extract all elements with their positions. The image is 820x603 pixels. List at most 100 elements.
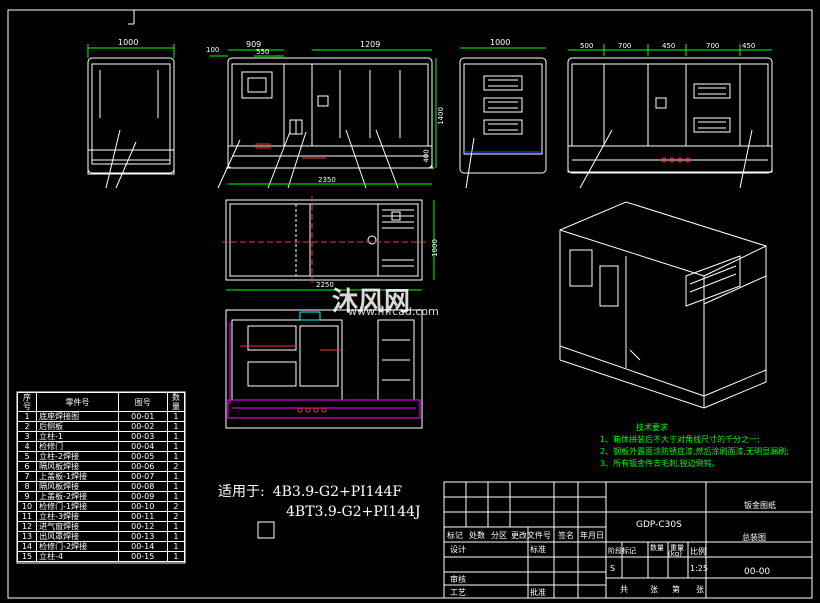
bom-cell-part: 上盖板-2焊接: [36, 491, 119, 502]
bom-cell-no: 7: [16, 471, 38, 482]
bom-cell-no: 6: [16, 461, 38, 472]
bom-cell-drawing: 00-03: [117, 431, 168, 442]
bom-cell-drawing: 00-11: [117, 511, 168, 522]
bom-cell-no: 3: [16, 431, 38, 442]
bom-cell-drawing: 00-08: [117, 481, 168, 492]
tb-stage-s: S: [610, 564, 616, 573]
bom-cell-qty: 1: [166, 441, 186, 452]
side-height-dim: 1400: [436, 107, 445, 125]
tb-review: 审核: [450, 575, 466, 584]
tb-change-doc: 更改文件号: [511, 531, 551, 540]
bom-cell-qty: 1: [166, 451, 186, 462]
bom-cell-part: 底座焊接图: [36, 411, 119, 422]
bom-cell-qty: 1: [166, 481, 186, 492]
section-cyan: [299, 311, 321, 321]
bom-header-qty: 数量: [166, 392, 186, 412]
tb-drawing-no: GDP-C30S: [636, 520, 682, 530]
bom-cell-qty: 2: [166, 501, 186, 512]
tb-scale: 1:25: [690, 564, 708, 573]
applies-label: 适用于:: [218, 484, 265, 500]
bom-cell-drawing: 00-07: [117, 471, 168, 482]
side-a-dim: 909: [246, 40, 262, 49]
right-d-dim: 700: [706, 42, 720, 50]
right-b-dim: 700: [618, 42, 632, 50]
plan-view: [225, 199, 423, 281]
bom-cell-no: 10: [16, 501, 38, 512]
front-width-dim: 1000: [118, 38, 139, 47]
bom-cell-part: 立柱-2焊接: [36, 451, 119, 462]
bom-cell-drawing: 00-15: [117, 551, 168, 562]
bom-cell-drawing: 00-13: [117, 531, 168, 542]
tb-total: 共: [620, 585, 628, 594]
plan-dims: [226, 200, 435, 291]
notes-title: 技术要求: [636, 423, 668, 432]
tb-qty: 数量: [650, 544, 664, 552]
tb-company: 钣金图纸: [744, 501, 776, 510]
side-length-dim: 2350: [318, 176, 336, 184]
bom-cell-qty: 1: [166, 411, 186, 422]
side-total-dim: 1209: [360, 40, 381, 49]
tb-count: 处数: [469, 531, 485, 540]
bom-cell-drawing: 00-14: [117, 541, 168, 552]
right-dims: [568, 44, 772, 56]
bom-cell-drawing: 00-09: [117, 491, 168, 502]
isometric-view: [559, 201, 767, 409]
bom-cell-no: 14: [16, 541, 38, 552]
bom-cell-drawing: 00-06: [117, 461, 168, 472]
tb-sheet: 张: [696, 585, 704, 594]
section-red: [240, 345, 340, 413]
tb-design: 设计: [450, 545, 466, 554]
tb-approve: 批准: [530, 588, 546, 597]
plan-width-dim: 1000: [430, 239, 439, 257]
side-b-dim: 550: [256, 48, 270, 56]
tb-stage-mark: 阶段标记: [608, 547, 636, 555]
section-view: [225, 309, 423, 429]
side-dims: [210, 49, 437, 185]
bom-cell-part: 出风罩焊接: [36, 531, 119, 542]
tb-sign: 签名: [558, 531, 574, 540]
note-item: 1、箱体拼装后不大于对角线尺寸的千分之一;: [600, 435, 760, 444]
bom-cell-drawing: 00-01: [117, 411, 168, 422]
tb-standard: 标准: [530, 545, 546, 554]
side-view: [217, 57, 434, 189]
bom-cell-drawing: 00-10: [117, 501, 168, 512]
rear-width-dim: 1000: [490, 38, 511, 47]
bom-cell-no: 5: [16, 451, 38, 462]
tb-process: 工艺: [450, 588, 466, 597]
bom-cell-part: 立柱-4: [36, 551, 119, 562]
bom-cell-part: 检修门-1焊接: [36, 501, 119, 512]
right-e-dim: 450: [742, 42, 756, 50]
bom-cell-no: 12: [16, 521, 38, 532]
plan-centerline: [222, 196, 428, 284]
side-red-detail: [255, 143, 326, 159]
tb-sheet-no: 第: [672, 585, 680, 594]
bom-cell-part: 立柱-1: [36, 431, 119, 442]
bom-header-no: 序号: [16, 392, 38, 412]
bom-cell-part: 立柱-3焊接: [36, 511, 119, 522]
applies-to: 适用于:4B3.9-G2+PI144F 4BT3.9-G2+PI144J: [218, 482, 421, 522]
bom-cell-part: 后侧板: [36, 421, 119, 432]
bom-cell-part: 隔风板焊接: [36, 461, 119, 472]
technical-notes: 技术要求 1、箱体拼装后不大于对角线尺寸的千分之一; 2、钢板外露面涂防锈底漆,…: [600, 422, 789, 470]
bom-cell-qty: 1: [166, 551, 186, 562]
watermark-url: www.mfcad.com: [348, 305, 439, 318]
bom-cell-no: 9: [16, 491, 38, 502]
bom-cell-no: 11: [16, 511, 38, 522]
bom-header-row: 序号 零件号 图号 数量: [16, 392, 186, 412]
front-view: [87, 57, 175, 189]
tb-weight-unit: (kg): [668, 550, 682, 558]
right-a-dim: 500: [580, 42, 594, 50]
bom-cell-no: 1: [16, 411, 38, 422]
note-item: 3、所有钣金件去毛刺,锐边倒钝。: [600, 459, 720, 468]
